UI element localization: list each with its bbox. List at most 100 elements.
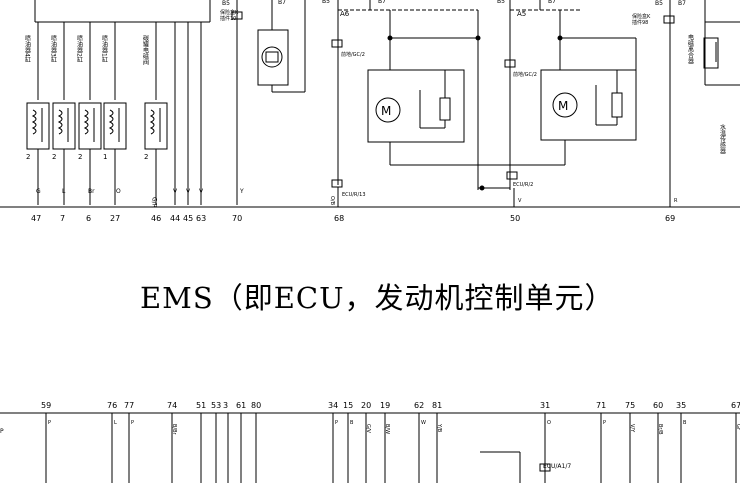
wire-color: L — [62, 188, 66, 195]
bottom-pin-number: 19 — [380, 401, 390, 410]
wire-color: V — [199, 188, 204, 195]
svg-text:A6: A6 — [340, 10, 350, 18]
svg-text:前地/GC/2: 前地/GC/2 — [513, 71, 537, 78]
svg-text:O/B: O/B — [329, 196, 335, 206]
wire-color: G — [36, 188, 41, 195]
injector-label: 喷油器3缸 — [50, 34, 57, 63]
ecu-pin-number: 63 — [196, 214, 206, 223]
bottom-pin-wire-color: G/V — [365, 424, 371, 434]
svg-text:B7: B7 — [548, 0, 556, 5]
svg-text:68: 68 — [334, 214, 344, 223]
bottom-pin-wire-color: P — [48, 420, 51, 426]
ecu-pin-number: 6 — [86, 214, 91, 223]
fan-circuit-2: B5 B7 A5 前地/GC/2 M ECU/R/2 V 50 — [390, 0, 637, 223]
bottom-pin-wire-color: Y/B — [436, 423, 442, 433]
bottom-pin-wire-color: P — [603, 420, 606, 426]
bottom-pin-wire-color: L — [114, 420, 117, 426]
motor-box-left: B7 — [257, 0, 306, 93]
svg-text:ECU/R/13: ECU/R/13 — [342, 192, 366, 198]
bottom-pin-wire-color: O — [547, 420, 551, 426]
bottom-pin-number: 60 — [653, 401, 663, 410]
bottom-pin-number: 74 — [167, 401, 177, 410]
injector-1: 喷油器1缸 1 O 27 — [101, 22, 127, 223]
wire-color: V — [173, 188, 178, 195]
svg-text:保险盒K: 保险盒K — [220, 9, 239, 16]
bottom-pin-number: 15 — [343, 401, 353, 410]
bottom-pin-number: 76 — [107, 401, 117, 410]
bottom-pin-wire-color: P — [335, 420, 338, 426]
svg-text:B7: B7 — [278, 0, 286, 6]
bottom-pin-number: 77 — [124, 401, 134, 410]
ecu-a1-ground — [539, 463, 551, 472]
bottom-pin-number: 81 — [432, 401, 442, 410]
injector-label: 喷油器4缸 — [24, 34, 31, 63]
bottom-pin-wire-color: B — [683, 420, 687, 426]
svg-text:M: M — [558, 99, 568, 113]
bottom-pin-number: 51 — [196, 401, 206, 410]
ecu-pin-number: 7 — [60, 214, 65, 223]
pin-num: 2 — [26, 153, 30, 161]
bottom-pin-number: 67 — [731, 401, 740, 410]
pin-num: 2 — [78, 153, 82, 161]
svg-text:插件98: 插件98 — [632, 19, 648, 26]
svg-text:B7: B7 — [678, 0, 686, 7]
svg-text:Y: Y — [239, 188, 244, 195]
svg-text:B5: B5 — [497, 0, 505, 5]
clutch-label: 电磁离合器 — [687, 33, 694, 65]
bottom-pin-number: 31 — [540, 401, 550, 410]
bottom-pin-wire-color: B/W — [384, 424, 390, 434]
pin-num: 1 — [103, 153, 107, 161]
injector-3: 喷油器3缸 2 L 7 — [50, 22, 76, 223]
water-temp-label: 水温传感器 — [719, 123, 726, 155]
pin-70: Y 70 B5 保险盒K 插件10 — [220, 0, 244, 223]
bottom-pin-number: 71 — [596, 401, 606, 410]
svg-text:R: R — [674, 198, 678, 204]
bottom-pin-wire-color: Br/B — [657, 424, 663, 435]
bottom-pin-number: 61 — [236, 401, 246, 410]
canister-label: 碳罐电磁阀 — [142, 34, 149, 66]
wire-color: V — [186, 188, 191, 195]
wire-color: Br — [88, 188, 95, 195]
pin-num: 2 — [52, 153, 56, 161]
wire-color: O — [116, 188, 121, 195]
svg-text:A5: A5 — [517, 10, 526, 18]
svg-text:B7: B7 — [378, 0, 386, 5]
svg-text:B5: B5 — [322, 0, 330, 5]
svg-text:B5: B5 — [222, 0, 230, 7]
bottom-pin-number: 62 — [414, 401, 424, 410]
bottom-pin-wire-color: B/Br — [171, 424, 177, 436]
pin-num: 2 — [144, 153, 148, 161]
ecu-pin-number: 47 — [31, 214, 41, 223]
svg-text:ECU/R/2: ECU/R/2 — [513, 182, 533, 188]
bottom-pin-wire-color: V/Y — [629, 424, 635, 433]
svg-text:ECU/A1/7: ECU/A1/7 — [543, 463, 571, 470]
svg-text:V: V — [518, 198, 522, 204]
ecu-pin-number: 46 — [151, 214, 161, 223]
bottom-pin-wire-color: W — [421, 420, 426, 426]
wire-color: G/R — [151, 197, 158, 208]
fan-circuit-1: B5 B7 A6 前地/GC/2 M O/B ECU/R/13 68 — [322, 0, 478, 223]
svg-text:69: 69 — [665, 214, 675, 223]
bottom-pin-wire-color: P — [131, 420, 134, 426]
svg-text:保险盒K: 保险盒K — [632, 13, 651, 20]
svg-text:前地/GC/2: 前地/GC/2 — [341, 51, 365, 58]
svg-text:50: 50 — [510, 214, 520, 223]
bottom-pin-wire-color: Gr — [735, 424, 740, 431]
svg-text:M: M — [381, 104, 391, 118]
svg-text:B5: B5 — [655, 0, 663, 7]
bottom-pin-wire-color: B — [350, 420, 354, 426]
bottom-pin-number: 53 — [211, 401, 221, 410]
bottom-pin-number: 35 — [676, 401, 686, 410]
ecu-pin-number: 45 — [183, 214, 193, 223]
injector-2: 喷油器2缸 2 Br 6 — [76, 22, 102, 223]
svg-text:插件10: 插件10 — [220, 15, 236, 22]
ecu-pin-number: 44 — [170, 214, 180, 223]
ecu-pin-number: 27 — [110, 214, 120, 223]
bottom-pin-number: 20 — [361, 401, 371, 410]
right-components: 保险盒K 插件98 B5 B7 R 69 电磁离合器 水温传感器 — [632, 0, 740, 223]
injector-label: 喷油器2缸 — [76, 34, 83, 63]
v-wires: V V V 44 45 63 — [170, 0, 211, 223]
diagram-title: EMS（即ECU，发动机控制单元） — [140, 281, 615, 315]
bottom-pin-number: 75 — [625, 401, 635, 410]
